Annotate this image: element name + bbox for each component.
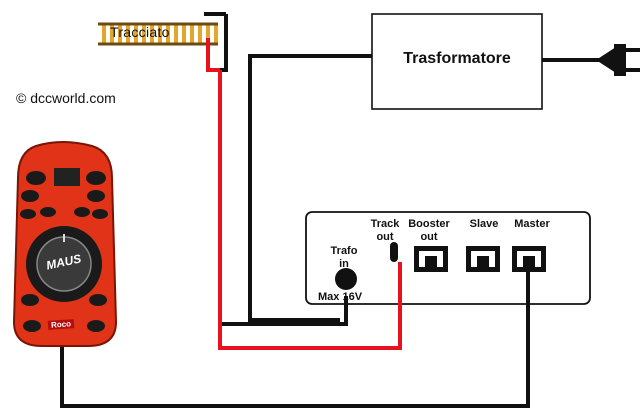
track-out-socket [390, 242, 398, 262]
maus-display [54, 168, 80, 186]
transformer-cable [248, 54, 372, 322]
track-sleeper [102, 25, 106, 43]
track-out-label: Track out [370, 218, 400, 243]
track-sleeper [182, 25, 186, 43]
maus-button [20, 209, 36, 219]
maus-button [74, 207, 90, 217]
maus-button [92, 209, 108, 219]
mains-plug-icon [542, 44, 640, 76]
master-port [512, 246, 546, 272]
trafo-in-label: Trafo in [330, 245, 358, 270]
track-sleeper [158, 25, 162, 43]
track-piece [98, 22, 218, 46]
track-sleeper [190, 25, 194, 43]
maus-button [86, 171, 106, 185]
maus-button [26, 171, 46, 185]
track-sleeper [206, 25, 210, 43]
trafo-in-socket [335, 268, 357, 290]
track-sleeper [174, 25, 178, 43]
track-sleeper [134, 25, 138, 43]
booster-out-label: Booster out [408, 218, 450, 243]
maus-handset [12, 141, 118, 347]
transformer-label: Trasformatore [403, 50, 511, 67]
maus-cable [60, 272, 530, 408]
voltage-label: Max 16V [318, 291, 363, 303]
maus-button [87, 320, 105, 332]
track-sleeper [118, 25, 122, 43]
maus-button [21, 294, 39, 306]
maus-button [21, 190, 39, 202]
maus-button [23, 320, 41, 332]
maus-button [89, 294, 107, 306]
track-sleeper [126, 25, 130, 43]
maus-button [40, 207, 56, 217]
transformer-box [371, 13, 543, 110]
track-sleeper [214, 25, 218, 43]
maus-button [87, 190, 105, 202]
maus-maker-label: Roco [47, 319, 75, 330]
track-label: Tracciato [110, 24, 170, 40]
slave-port [466, 246, 500, 272]
track-red-cable-top [206, 38, 220, 72]
booster-out-port [414, 246, 448, 272]
track-sleeper [166, 25, 170, 43]
slave-label: Slave [469, 218, 499, 230]
watermark: © dccworld.com [16, 90, 116, 106]
track-sleeper [142, 25, 146, 43]
track-sleeper [150, 25, 154, 43]
track-sleepers [102, 25, 218, 43]
master-label: Master [514, 218, 550, 230]
track-sleeper [198, 25, 202, 43]
track-sleeper [110, 25, 114, 43]
track-red-cable [218, 70, 402, 350]
